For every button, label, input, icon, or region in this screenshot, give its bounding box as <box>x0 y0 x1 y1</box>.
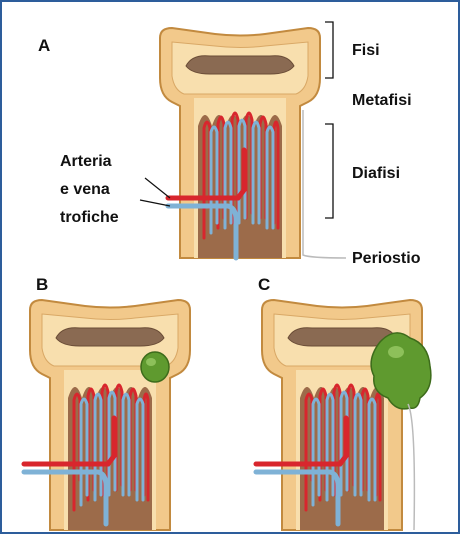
vessel-label-line1: Arteria <box>60 153 112 170</box>
bone-illustration-a <box>160 28 320 258</box>
label-diafisi: Diafisi <box>352 165 400 182</box>
label-periostio: Periostio <box>352 250 421 267</box>
region-brackets <box>325 22 333 218</box>
tumor-highlight-b <box>146 358 156 366</box>
panel-label-a: A <box>38 36 50 55</box>
tumor-highlight-c <box>388 346 404 358</box>
label-metafisi: Metafisi <box>352 92 412 109</box>
periostio-line-a <box>303 110 346 258</box>
panel-label-c: C <box>258 275 270 294</box>
panel-label-b: B <box>36 275 48 294</box>
tumor-growth-b <box>141 352 169 382</box>
vessel-label-line2: e vena <box>60 181 110 198</box>
vessel-label-line3: trofiche <box>60 209 119 226</box>
vessel-pointer-line <box>140 178 170 206</box>
bone-illustration-b <box>30 300 190 530</box>
periostio-lifted-c <box>408 404 414 530</box>
label-fisi: Fisi <box>352 42 380 59</box>
